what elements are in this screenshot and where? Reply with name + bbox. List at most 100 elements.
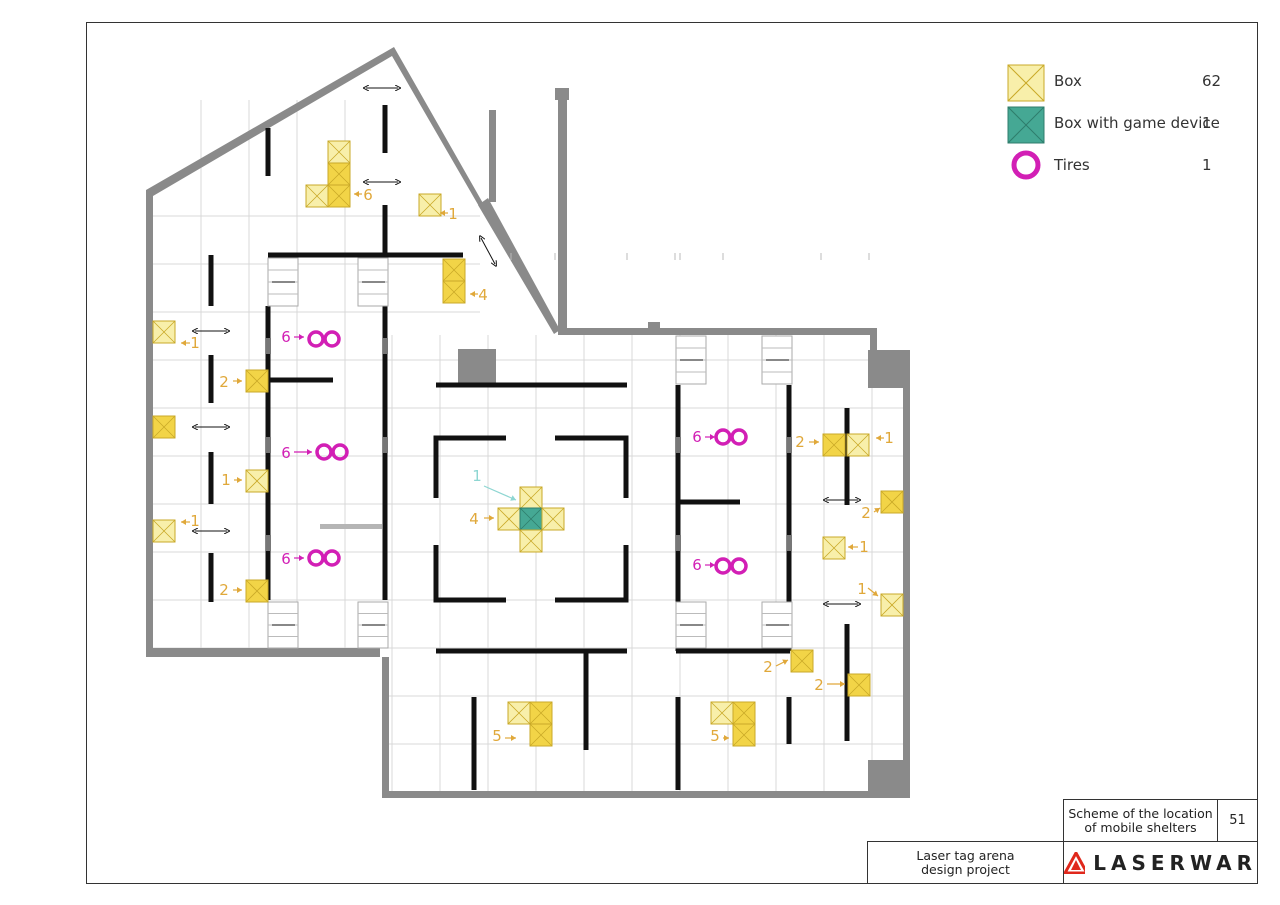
count-arrow-head xyxy=(872,590,878,596)
brand-name: LASERWAR xyxy=(1093,850,1257,875)
door-openings xyxy=(266,338,792,551)
count-text: 5 xyxy=(492,727,502,745)
count-text: 1 xyxy=(472,467,482,485)
count-arrow-head xyxy=(299,334,304,340)
legend-icons xyxy=(1007,64,1045,180)
tire xyxy=(714,557,732,575)
count-label: 1 xyxy=(181,512,200,530)
count-label: 5 xyxy=(710,727,729,745)
boundary-ticks xyxy=(510,253,870,260)
count-text: 1 xyxy=(857,580,867,598)
count-text: 1 xyxy=(190,334,200,352)
box xyxy=(152,415,176,439)
tire xyxy=(323,330,341,348)
box xyxy=(152,320,176,344)
count-label: 1 xyxy=(848,538,869,556)
count-arrow-head xyxy=(354,191,359,197)
count-text: 6 xyxy=(692,428,702,446)
laserwar-logo: LASERWAR xyxy=(1063,841,1258,884)
box xyxy=(732,723,756,747)
count-label: 6 xyxy=(281,550,304,568)
wall-stub xyxy=(489,110,496,202)
legend-row-tires: Tires 1 xyxy=(1006,148,1246,190)
count-text: 2 xyxy=(219,373,229,391)
box xyxy=(442,258,466,282)
box xyxy=(507,701,531,725)
count-label: 2 xyxy=(814,676,845,694)
count-text: 6 xyxy=(281,444,291,462)
sheet-number: 51 xyxy=(1217,799,1258,842)
project-title: Laser tag arena design project xyxy=(867,841,1064,884)
count-label: 2 xyxy=(219,581,242,599)
count-arrow-head xyxy=(840,681,845,687)
count-label: 1 xyxy=(472,467,517,501)
count-arrow-head xyxy=(489,515,494,521)
tire xyxy=(323,549,341,567)
wall-right-top xyxy=(870,328,877,350)
tire xyxy=(315,443,333,461)
count-text: 1 xyxy=(448,205,458,223)
box xyxy=(846,433,870,457)
outer-walls xyxy=(146,47,910,798)
count-text: 4 xyxy=(469,510,479,528)
count-label: 2 xyxy=(861,504,881,522)
column-top-right xyxy=(868,350,910,388)
count-arrow-head xyxy=(237,378,242,384)
drawing-frame xyxy=(86,22,1258,884)
count-text: 4 xyxy=(478,286,488,304)
box xyxy=(327,162,351,186)
box xyxy=(710,701,734,725)
count-label: 6 xyxy=(692,428,715,446)
tire xyxy=(331,443,349,461)
box xyxy=(541,507,565,531)
laserwar-triangle-icon xyxy=(1064,851,1086,874)
count-label: 6 xyxy=(281,444,312,462)
box xyxy=(327,140,351,164)
double-arrows xyxy=(195,88,858,604)
count-arrow-head xyxy=(814,439,819,445)
box xyxy=(529,701,553,725)
tire xyxy=(307,549,325,567)
box xyxy=(519,486,543,510)
box xyxy=(442,280,466,304)
boxes-group xyxy=(152,140,904,747)
box xyxy=(519,529,543,553)
wall-right xyxy=(903,350,910,798)
stairs-group xyxy=(267,257,793,649)
wall-column-left xyxy=(558,92,567,332)
count-arrow-head xyxy=(440,210,445,216)
legend-game-box-icon xyxy=(1007,106,1045,144)
box xyxy=(529,723,553,747)
wall-diagonal-inner xyxy=(478,198,560,334)
count-arrow-head xyxy=(181,340,186,346)
bar-grey xyxy=(320,524,382,529)
legend-tire-icon xyxy=(1011,150,1041,180)
legend-count: 1 xyxy=(1202,156,1212,174)
count-label: 4 xyxy=(470,286,488,304)
box xyxy=(305,184,329,208)
column-bottom-right xyxy=(868,760,903,791)
count-arrow-head xyxy=(299,555,304,561)
legend-label: Tires xyxy=(1054,156,1090,174)
count-arrow-head xyxy=(237,477,242,483)
count-arrow-head xyxy=(876,435,881,441)
box xyxy=(152,519,176,543)
legend: Box 62 Box with game device 1 Tires 1 xyxy=(1006,64,1246,190)
count-arrow-head xyxy=(710,562,715,568)
box xyxy=(497,507,521,531)
box xyxy=(732,701,756,725)
scheme-title: Scheme of the location of mobile shelter… xyxy=(1063,799,1218,842)
count-text: 1 xyxy=(859,538,869,556)
count-label: 1 xyxy=(221,471,242,489)
wall-notch xyxy=(648,322,660,329)
box xyxy=(822,536,846,560)
count-text: 2 xyxy=(814,676,824,694)
count-label: 1 xyxy=(440,205,458,223)
legend-label: Box with game device xyxy=(1054,114,1220,132)
column-center xyxy=(458,349,496,383)
wall-bottom-left xyxy=(382,657,389,798)
count-label: 1 xyxy=(857,580,879,598)
tire xyxy=(730,557,748,575)
tire xyxy=(307,330,325,348)
